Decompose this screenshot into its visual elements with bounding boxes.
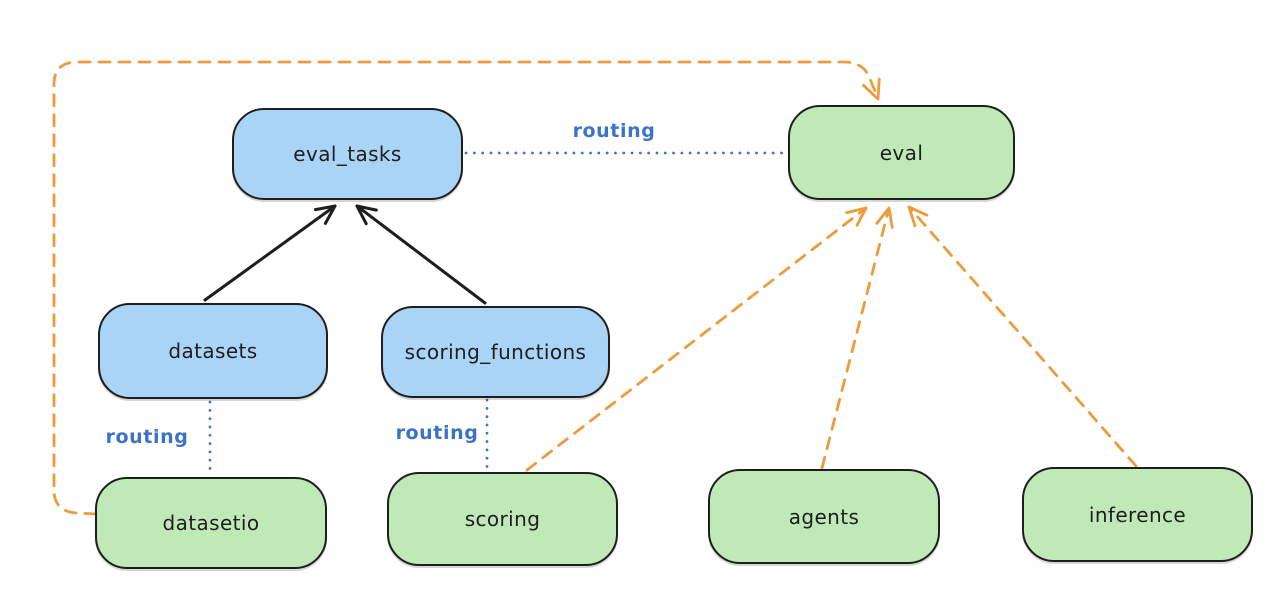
node-agents-label: agents bbox=[788, 504, 860, 529]
node-eval: eval bbox=[788, 105, 1015, 200]
edge-scoring-functions-to-eval-tasks bbox=[355, 204, 487, 305]
edge-agents-to-eval bbox=[820, 206, 894, 470]
node-eval-tasks: eval_tasks bbox=[232, 108, 463, 200]
node-datasetio: datasetio bbox=[95, 477, 327, 569]
routing-label-datasets-datasetio: routing bbox=[105, 426, 189, 448]
node-datasets-label: datasets bbox=[168, 339, 258, 363]
node-eval-tasks-label: eval_tasks bbox=[293, 142, 402, 166]
edge-inference-to-eval bbox=[907, 205, 1138, 468]
node-datasets: datasets bbox=[98, 303, 328, 399]
node-scoring: scoring bbox=[387, 472, 618, 566]
node-scoring-functions: scoring_functions bbox=[381, 306, 610, 398]
node-eval-label: eval bbox=[879, 140, 924, 165]
node-datasetio-label: datasetio bbox=[162, 511, 260, 535]
routing-label-eval-tasks-eval: routing bbox=[572, 120, 656, 142]
node-scoring-functions-label: scoring_functions bbox=[404, 340, 587, 364]
routing-label-scoring-functions-scoring: routing bbox=[395, 422, 479, 444]
node-scoring-label: scoring bbox=[464, 507, 541, 531]
node-inference: inference bbox=[1022, 467, 1253, 562]
node-agents: agents bbox=[708, 469, 940, 564]
node-inference-label: inference bbox=[1088, 502, 1187, 527]
edge-datasets-to-eval-tasks bbox=[203, 204, 337, 302]
